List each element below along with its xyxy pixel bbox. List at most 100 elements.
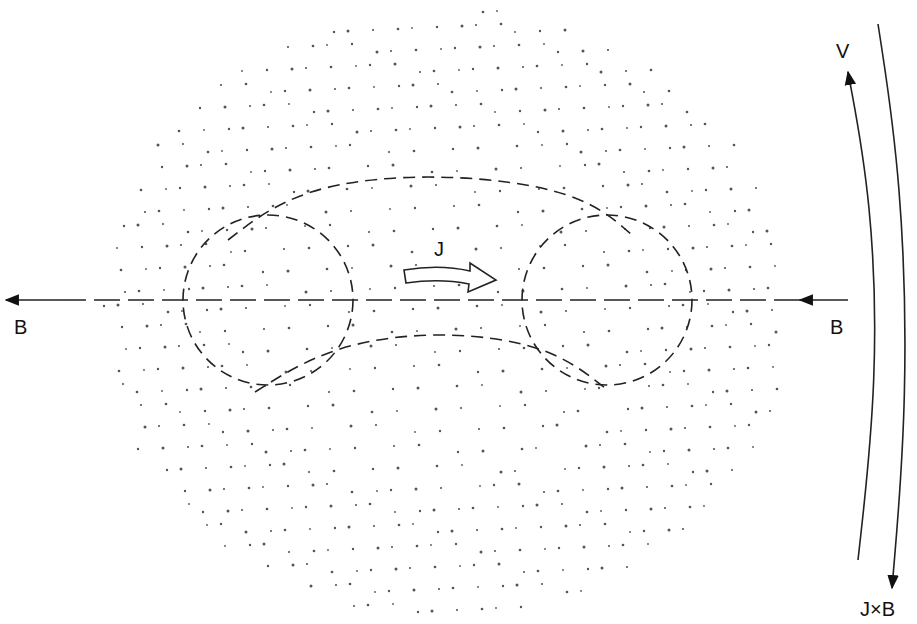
stipple-dot: [262, 486, 264, 488]
stipple-dot: [144, 211, 146, 213]
stipple-dot: [461, 25, 464, 28]
stipple-dot: [140, 189, 143, 192]
stipple-dot: [182, 143, 184, 145]
stipple-dot: [312, 484, 315, 487]
stipple-dot: [514, 31, 516, 33]
stipple-dot: [607, 488, 609, 490]
stipple-dot: [251, 228, 254, 231]
stipple-dot: [646, 271, 649, 274]
stipple-dot: [333, 470, 336, 473]
stipple-dot: [537, 570, 540, 573]
stipple-dot: [223, 264, 226, 267]
stipple-dot: [536, 65, 539, 68]
stipple-dot: [458, 284, 461, 287]
stipple-dot: [335, 584, 337, 586]
stipple-region: [103, 10, 779, 613]
stipple-dot: [308, 247, 311, 250]
stipple-dot: [371, 187, 373, 189]
stipple-dot: [356, 131, 359, 134]
stipple-dot: [733, 368, 735, 370]
stipple-dot: [349, 144, 351, 146]
stipple-dot: [245, 307, 247, 309]
stipple-dot: [626, 351, 629, 354]
stipple-dot: [286, 428, 289, 431]
stipple-dot: [755, 411, 758, 414]
stipple-dot: [267, 126, 269, 128]
stipple-dot: [350, 210, 352, 212]
stipple-dot: [622, 544, 625, 547]
stipple-dot: [620, 430, 622, 432]
stipple-dot: [355, 65, 357, 67]
stipple-dot: [304, 225, 306, 227]
flux-surface: [228, 177, 632, 240]
stipple-dot: [418, 444, 421, 447]
stipple-dot: [645, 429, 647, 431]
stipple-dot: [608, 106, 610, 108]
stipple-dot: [663, 450, 665, 452]
stipple-dot: [494, 550, 496, 552]
stipple-dot: [120, 269, 123, 272]
stipple-dot: [162, 223, 164, 225]
stipple-dot: [351, 491, 354, 494]
stipple-dot: [220, 523, 222, 525]
stipple-dot: [140, 404, 142, 406]
stipple-dot: [521, 224, 523, 226]
stipple-dot: [306, 348, 309, 351]
stipple-dot: [520, 606, 522, 608]
stipple-dot: [368, 231, 370, 233]
stipple-dot: [347, 30, 350, 33]
stipple-dot: [582, 489, 584, 491]
stipple-dot: [230, 251, 232, 253]
stipple-dot: [327, 110, 330, 113]
stipple-dot: [269, 464, 271, 466]
stipple-dot: [394, 511, 396, 513]
stipple-dot: [729, 346, 732, 349]
stipple-dot: [122, 383, 124, 385]
stipple-dot: [661, 103, 663, 105]
stipple-dot: [224, 545, 226, 547]
stipple-dot: [583, 546, 586, 549]
stipple-dot: [369, 64, 371, 66]
stipple-dot: [475, 24, 477, 26]
stipple-dot: [705, 404, 707, 406]
stipple-dot: [582, 265, 584, 267]
stipple-dot: [225, 163, 228, 166]
stipple-dot: [138, 290, 141, 293]
stipple-dot: [586, 287, 588, 289]
stipple-dot: [499, 190, 501, 192]
stipple-dot: [581, 208, 584, 211]
stipple-dot: [390, 265, 393, 268]
stipple-dot: [226, 229, 228, 231]
stipple-dot: [726, 390, 729, 393]
stipple-dot: [395, 568, 398, 571]
stipple-dot: [331, 347, 333, 349]
stipple-dot: [367, 604, 370, 607]
stipple-dot: [476, 305, 479, 308]
stipple-dot: [159, 267, 161, 269]
stipple-dot: [752, 231, 754, 233]
stipple-dot: [241, 509, 243, 511]
stipple-dot: [646, 486, 648, 488]
stipple-dot: [123, 225, 125, 227]
stipple-dot: [520, 391, 523, 394]
stipple-dot: [734, 210, 736, 212]
stipple-dot: [710, 483, 712, 485]
stipple-dot: [392, 603, 394, 605]
stipple-dot: [179, 187, 181, 189]
stipple-dot: [562, 569, 564, 571]
stipple-dot: [519, 110, 521, 112]
stipple-dot: [250, 171, 252, 173]
stipple-dot: [539, 30, 541, 32]
stipple-dot: [141, 246, 143, 248]
stipple-dot: [456, 609, 458, 611]
stipple-dot: [497, 67, 500, 70]
stipple-dot: [288, 327, 291, 330]
stipple-dot: [241, 285, 244, 288]
stipple-dot: [562, 130, 565, 133]
stipple-dot: [671, 485, 674, 488]
stipple-dot: [313, 550, 316, 553]
stipple-dot: [226, 444, 228, 446]
stipple-dot: [348, 87, 351, 90]
stipple-dot: [644, 148, 646, 150]
stipple-dot: [310, 370, 312, 372]
